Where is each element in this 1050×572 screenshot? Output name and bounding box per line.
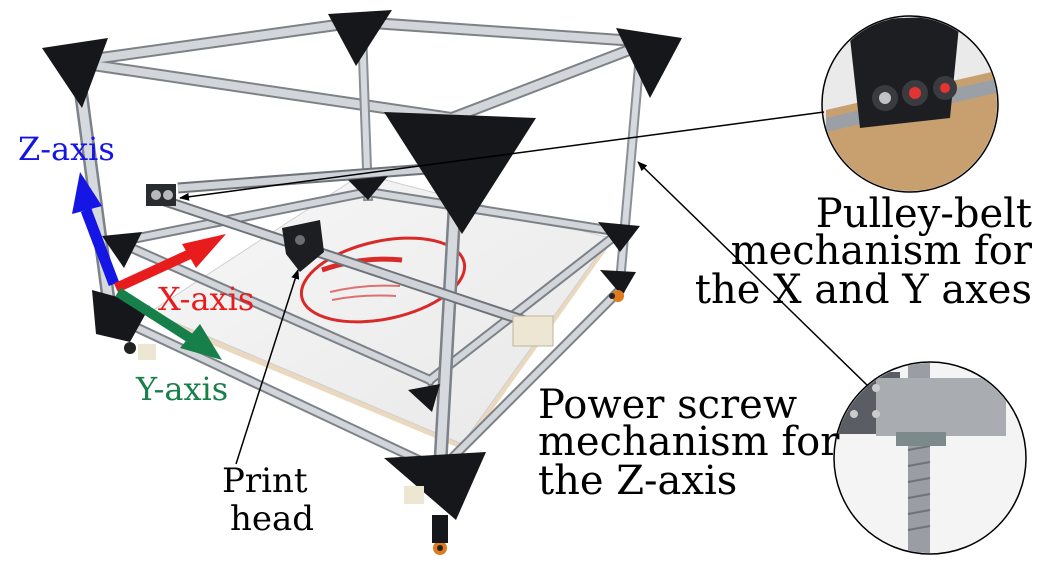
aluminum-frame [65, 15, 658, 478]
pulley-label-line2: mechanism for [731, 228, 1033, 274]
x-axis-arrow [113, 249, 193, 293]
print-head-label-line2: head [230, 499, 314, 539]
caster-wheels [124, 290, 624, 555]
z-axis-label: Z-axis [18, 130, 115, 168]
z-axis-arrow [80, 208, 120, 286]
print-head-label-line1: Print [222, 461, 308, 501]
y-axis-label: Y-axis [135, 370, 228, 408]
pulley-label-line1: Pulley-belt [816, 191, 1032, 237]
power-screw-detail-inset [833, 361, 1027, 555]
print-head [282, 220, 324, 272]
screw-label-line3: the Z-axis [538, 458, 737, 504]
pulley-detail-inset [821, 15, 999, 193]
axis-arrows [72, 172, 226, 360]
gantry [146, 162, 554, 347]
screw-label-line1: Power screw [538, 382, 797, 428]
leader-lines [179, 111, 869, 465]
screw-label-line2: mechanism for [538, 419, 840, 465]
x-axis-label: X-axis [158, 280, 254, 318]
nozzle-icon [295, 235, 305, 245]
y-axis-arrow [115, 287, 193, 343]
university-logo [299, 236, 467, 324]
y-carriage [512, 315, 554, 347]
pulley-label-line3: the X and Y axes [695, 267, 1032, 313]
